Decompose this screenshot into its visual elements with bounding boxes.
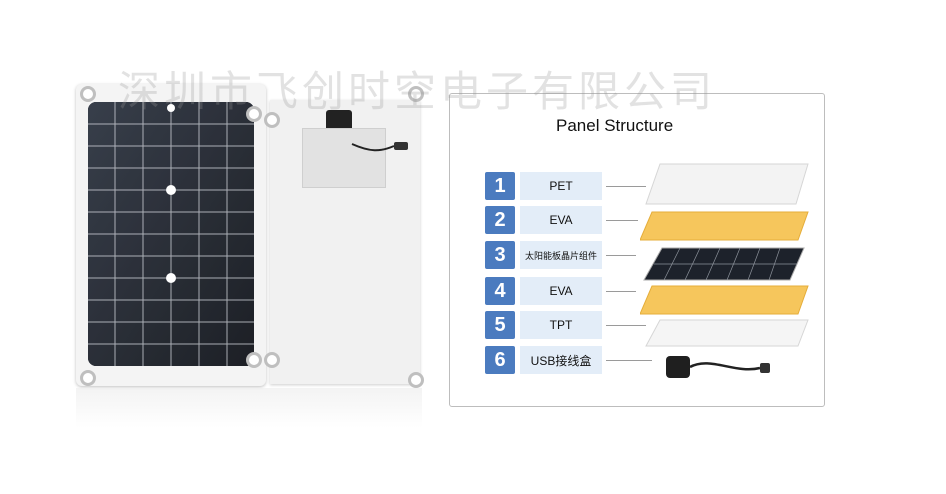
grommet: [80, 370, 96, 386]
layer-number-badge: 1: [485, 172, 515, 200]
connector-line: [606, 186, 646, 187]
layer-name-label: EVA: [520, 277, 602, 305]
connector-line: [606, 291, 636, 292]
usb-box-graphic: [666, 356, 690, 378]
layer-name-label: 太阳能板晶片组件: [520, 241, 602, 269]
layer-number-badge: 6: [485, 346, 515, 374]
layer-number-badge: 3: [485, 241, 515, 269]
junction-box: [326, 110, 352, 132]
tpt-layer-sheet: [645, 319, 809, 347]
layer-number-badge: 5: [485, 311, 515, 339]
connector-line: [606, 255, 636, 256]
grommet: [264, 112, 280, 128]
watermark-text: 深圳市飞创时空电子有限公司: [118, 67, 717, 116]
diagram-title: Panel Structure: [556, 116, 674, 135]
eva-layer-sheet-bottom: [640, 285, 809, 315]
eva-layer-sheet-top: [640, 211, 809, 241]
grommet: [408, 86, 424, 102]
solar-cells: [88, 102, 254, 366]
connector-line: [606, 360, 652, 361]
spec-label: [302, 128, 386, 188]
connector-line: [606, 220, 638, 221]
panel-structure-diagram: Panel Structure 1 PET 2 EVA 3 太阳能板晶片组件 4…: [449, 93, 825, 407]
layer-name-label: USB接线盒: [520, 346, 602, 374]
grommet: [246, 352, 262, 368]
layer-name-label: TPT: [520, 311, 602, 339]
usb-cable-graphic: [351, 142, 408, 152]
grommet: [80, 86, 96, 102]
layer-name-label: PET: [520, 172, 602, 200]
grommet: [264, 352, 280, 368]
grommet: [246, 106, 262, 122]
layer-number-badge: 2: [485, 206, 515, 234]
cell-grid-graphic: [88, 102, 254, 366]
pet-layer-sheet: [645, 163, 809, 205]
layer-number-badge: 4: [485, 277, 515, 305]
panel-reflection: [76, 388, 422, 428]
grommet: [408, 372, 424, 388]
connector-line: [606, 325, 646, 326]
layer-name-label: EVA: [520, 206, 602, 234]
layer-stack-illustration: [640, 163, 809, 378]
